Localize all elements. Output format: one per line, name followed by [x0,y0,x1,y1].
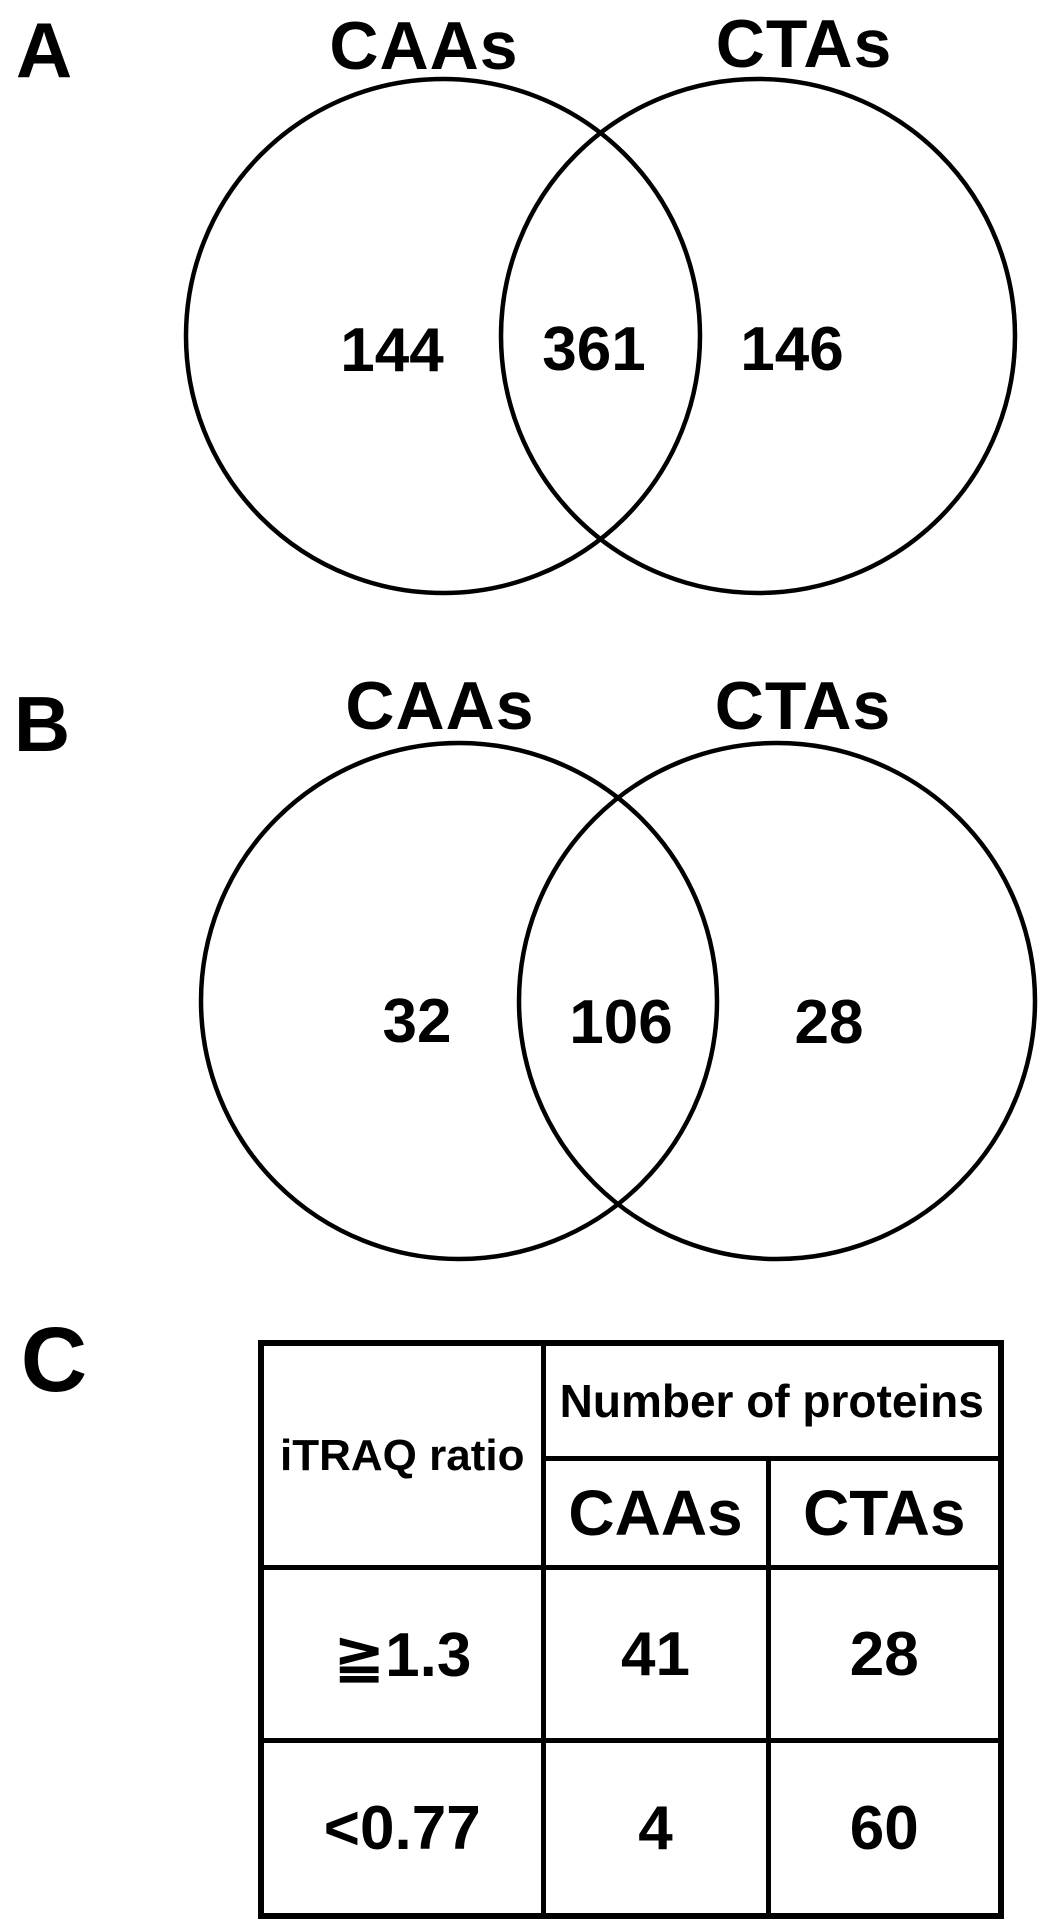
ratio-ge-cell: ≧1.3 [258,1565,546,1743]
panel-b-right-set-title: CTAs [714,668,892,744]
panel-a-right-circle [498,76,1018,596]
panel-b-overlap-count: 106 [569,988,673,1057]
panel-a-label: A [15,6,73,94]
caas-ge-count-cell: 41 [540,1565,771,1743]
panel-b-left-only-count: 32 [382,987,452,1056]
itraq-ratio-table: iTRAQ ratio Number of proteins CAAs CTAs… [258,1340,1004,1919]
panel-a-overlap-count: 361 [542,315,646,384]
table-header-row-group: iTRAQ ratio Number of proteins [258,1340,1004,1570]
panel-b-left-set-title: CAAs [345,668,535,744]
panel-b-label: B [13,680,71,768]
ctas-subheader-cell: CTAs [765,1456,1004,1570]
ctas-lt-count-cell: 60 [765,1738,1004,1919]
panel-b-right-circle [516,740,1038,1262]
number-of-proteins-header-cell: Number of proteins [540,1340,1004,1461]
panel-b-left-circle [198,740,720,1262]
panel-a-left-only-count: 144 [340,316,444,385]
panel-b-venn-diagram [198,740,1038,1262]
ctas-ge-count-cell: 28 [765,1565,1004,1743]
caas-lt-count-cell: 4 [540,1738,771,1919]
table-row: <0.77 4 60 [258,1738,1004,1919]
panel-a-right-set-title: CTAs [715,6,893,82]
table-row: ≧1.3 41 28 [258,1565,1004,1743]
panel-a-left-set-title: CAAs [329,8,519,84]
panel-a-venn-diagram [183,76,1018,596]
panel-b-right-only-count: 28 [794,988,864,1057]
ratio-column-header-cell: iTRAQ ratio [258,1340,546,1570]
caas-subheader-cell: CAAs [540,1456,771,1570]
panel-a-left-circle [183,76,703,596]
ratio-lt-cell: <0.77 [258,1738,546,1919]
table-subheader-row: CAAs CTAs [261,1456,1004,1570]
panel-a-right-only-count: 146 [740,315,844,384]
panel-c-label: C [20,1309,88,1411]
